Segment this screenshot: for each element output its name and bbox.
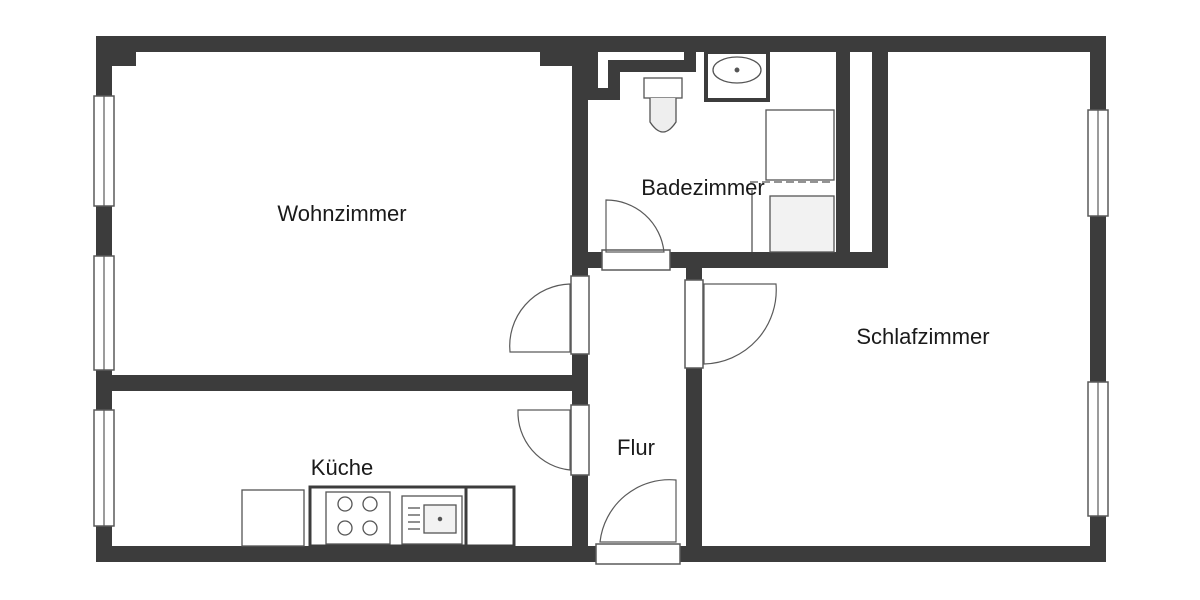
- shower-tray: [769, 195, 835, 253]
- wall-top: [96, 36, 1106, 52]
- fridge: [241, 489, 305, 547]
- toilet-icon: [649, 98, 677, 133]
- door-bedroom: [703, 283, 777, 365]
- stove-icon: [325, 491, 391, 545]
- room-label-kueche: Küche: [310, 455, 374, 480]
- door-kitchen: [517, 409, 571, 471]
- room-label-schlafzimmer: Schlafzimmer: [856, 324, 990, 349]
- wall-living-kitchen: [112, 375, 588, 391]
- toilet-tank: [643, 77, 683, 99]
- door-bathroom: [605, 199, 665, 253]
- door-living: [509, 283, 571, 353]
- door-entrance: [599, 479, 677, 543]
- room-label-badezimmer: Badezimmer: [641, 175, 765, 200]
- room-label-wohnzimmer: Wohnzimmer: [277, 201, 407, 226]
- room-label-flur: Flur: [617, 435, 655, 460]
- washing-machine: [765, 109, 835, 181]
